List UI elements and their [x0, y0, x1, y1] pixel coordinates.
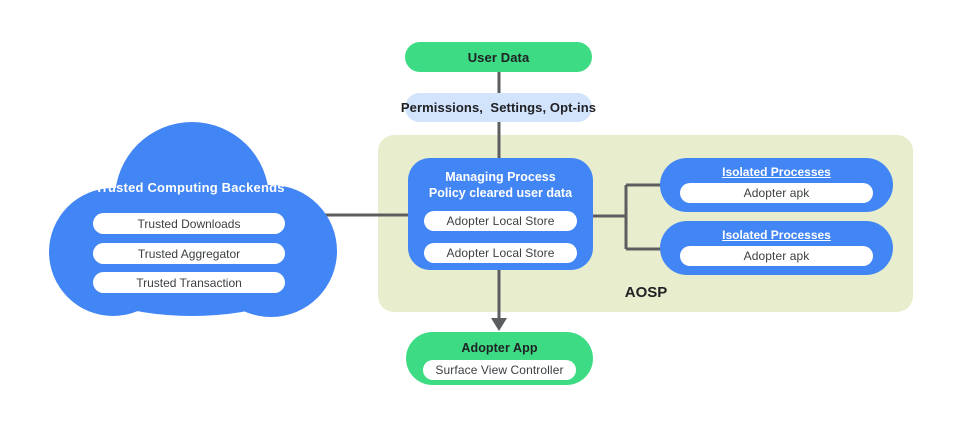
adopter-app-node: Adopter App Surface View Controller	[406, 332, 593, 385]
aosp-label: AOSP	[624, 284, 668, 301]
adopter-apk-pill: Adopter apk	[680, 183, 873, 203]
user-data-node: User Data	[405, 42, 592, 72]
managing-process-title: Managing Process	[445, 170, 556, 184]
arrowhead-down-icon	[491, 318, 507, 331]
managing-process-subtitle: Policy cleared user data	[428, 186, 573, 200]
isolated-process-title: Isolated Processes	[722, 228, 831, 242]
managing-process-node: Managing Process Policy cleared user dat…	[408, 158, 593, 270]
cloud-pill-trusted-aggregator: Trusted Aggregator	[93, 243, 285, 264]
cloud-pill-trusted-downloads: Trusted Downloads	[93, 213, 285, 234]
isolated-process-title: Isolated Processes	[722, 165, 831, 179]
surface-view-controller-pill: Surface View Controller	[423, 360, 576, 380]
permissions-label: Permissions, Settings, Opt-ins	[400, 100, 597, 115]
isolated-process-node: Isolated Processes Adopter apk	[660, 221, 893, 275]
cloud-pill-trusted-transaction: Trusted Transaction	[93, 272, 285, 293]
adopter-local-store-pill: Adopter Local Store	[424, 243, 577, 263]
permissions-node: Permissions, Settings, Opt-ins	[401, 93, 596, 122]
adopter-app-title: Adopter App	[461, 341, 538, 355]
isolated-process-node: Isolated Processes Adopter apk	[660, 158, 893, 212]
adopter-local-store-pill: Adopter Local Store	[424, 211, 577, 231]
adopter-apk-pill: Adopter apk	[680, 246, 873, 266]
user-data-label: User Data	[467, 49, 530, 65]
cloud-title: Trusted Computing Backends	[95, 180, 285, 195]
